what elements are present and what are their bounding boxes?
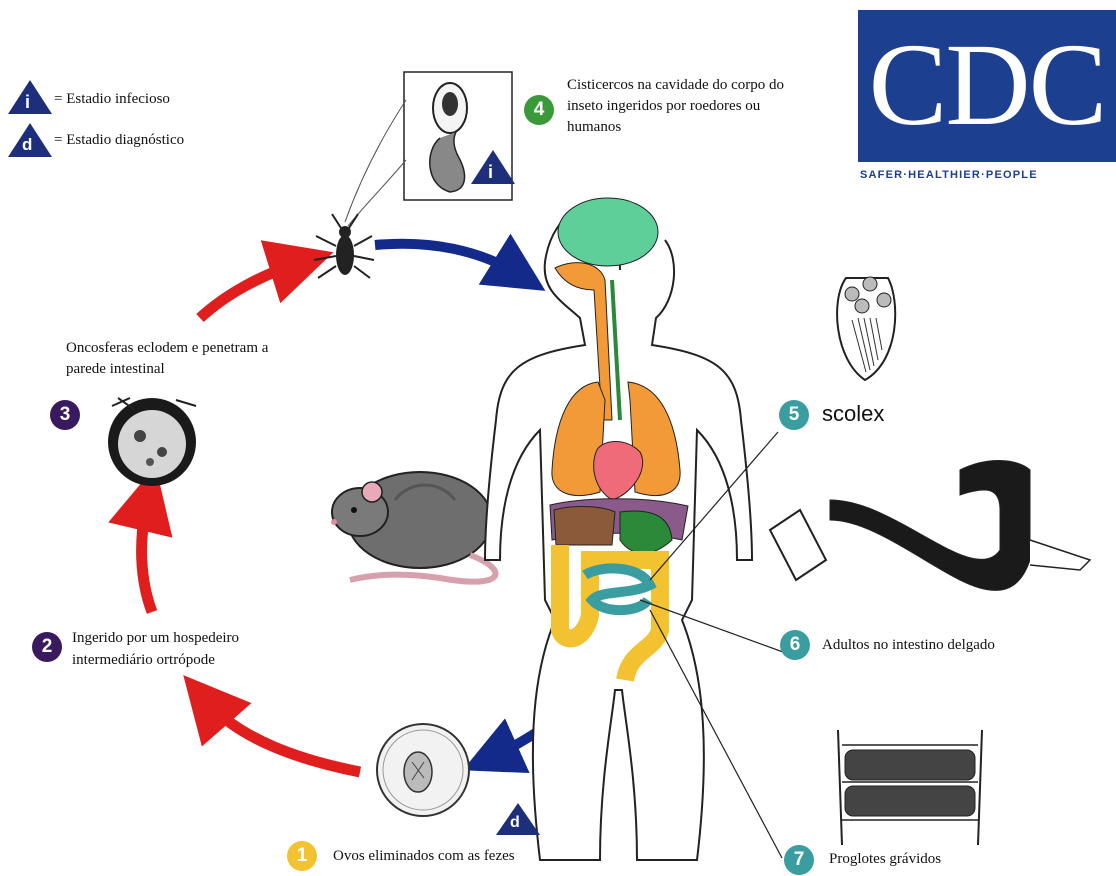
step-2-label-line2: intermediário ortrópode (72, 651, 215, 670)
step-4-label-line3: humanos (567, 118, 621, 137)
step-3-label-line2: parede intestinal (66, 360, 165, 379)
arrow-egg-to-arthropod (205, 700, 360, 772)
diagnostic-stage-letter: d (22, 135, 32, 155)
arrow-insect-to-human (375, 244, 520, 275)
step-6-marker: 6 (780, 630, 810, 660)
step-7-marker: 7 (784, 845, 814, 875)
gravid-proglottids-drawing (838, 730, 982, 845)
step-2-label-line1: Ingerido por um hospedeiro (72, 629, 239, 648)
step-5-marker: 5 (779, 400, 809, 430)
step-6-label: Adultos no intestino delgado (822, 636, 995, 655)
cdc-logo-letters: CDC (858, 10, 1116, 160)
infective-stage-label: = Estadio infecioso (54, 90, 170, 109)
step-4-label-line1: Cisticercos na cavidade do corpo do (567, 76, 784, 95)
arrow-host-to-oncosphere (142, 498, 152, 612)
arrow-oncosphere-to-insect (200, 262, 302, 318)
step-2-marker: 2 (32, 632, 62, 662)
adult-worm-drawing (770, 461, 1090, 591)
cdc-logo: CDC SAFER·HEALTHIER·PEOPLE (858, 10, 1116, 188)
egg-badge-letter: d (510, 814, 520, 832)
cysticercoid-badge-letter: i (488, 162, 493, 183)
legend: i = Estadio infecioso d = Estadio diagnó… (8, 80, 268, 160)
human-body-drawing (485, 198, 752, 860)
egg-drawing (377, 724, 469, 816)
diagnostic-stage-label: = Estadio diagnóstico (54, 131, 184, 150)
oncosphere-drawing (108, 398, 196, 486)
step-3-marker: 3 (50, 400, 80, 430)
scolex-drawing (837, 277, 895, 380)
step-7-label: Proglotes grávidos (829, 850, 941, 869)
step-4-label-line2: inseto ingeridos por roedores ou (567, 97, 760, 116)
infective-stage-letter: i (25, 92, 30, 113)
step-4-marker: 4 (524, 95, 554, 125)
rat-drawing (331, 472, 495, 582)
cdc-logo-tagline: SAFER·HEALTHIER·PEOPLE (858, 162, 1116, 188)
beetle-drawing (314, 214, 374, 278)
step-5-label: scolex (822, 400, 884, 428)
step-3-label-line1: Oncosferas eclodem e penetram a (66, 339, 268, 358)
step-1-marker: 1 (287, 841, 317, 871)
step-1-label: Ovos eliminados com as fezes (333, 847, 515, 866)
